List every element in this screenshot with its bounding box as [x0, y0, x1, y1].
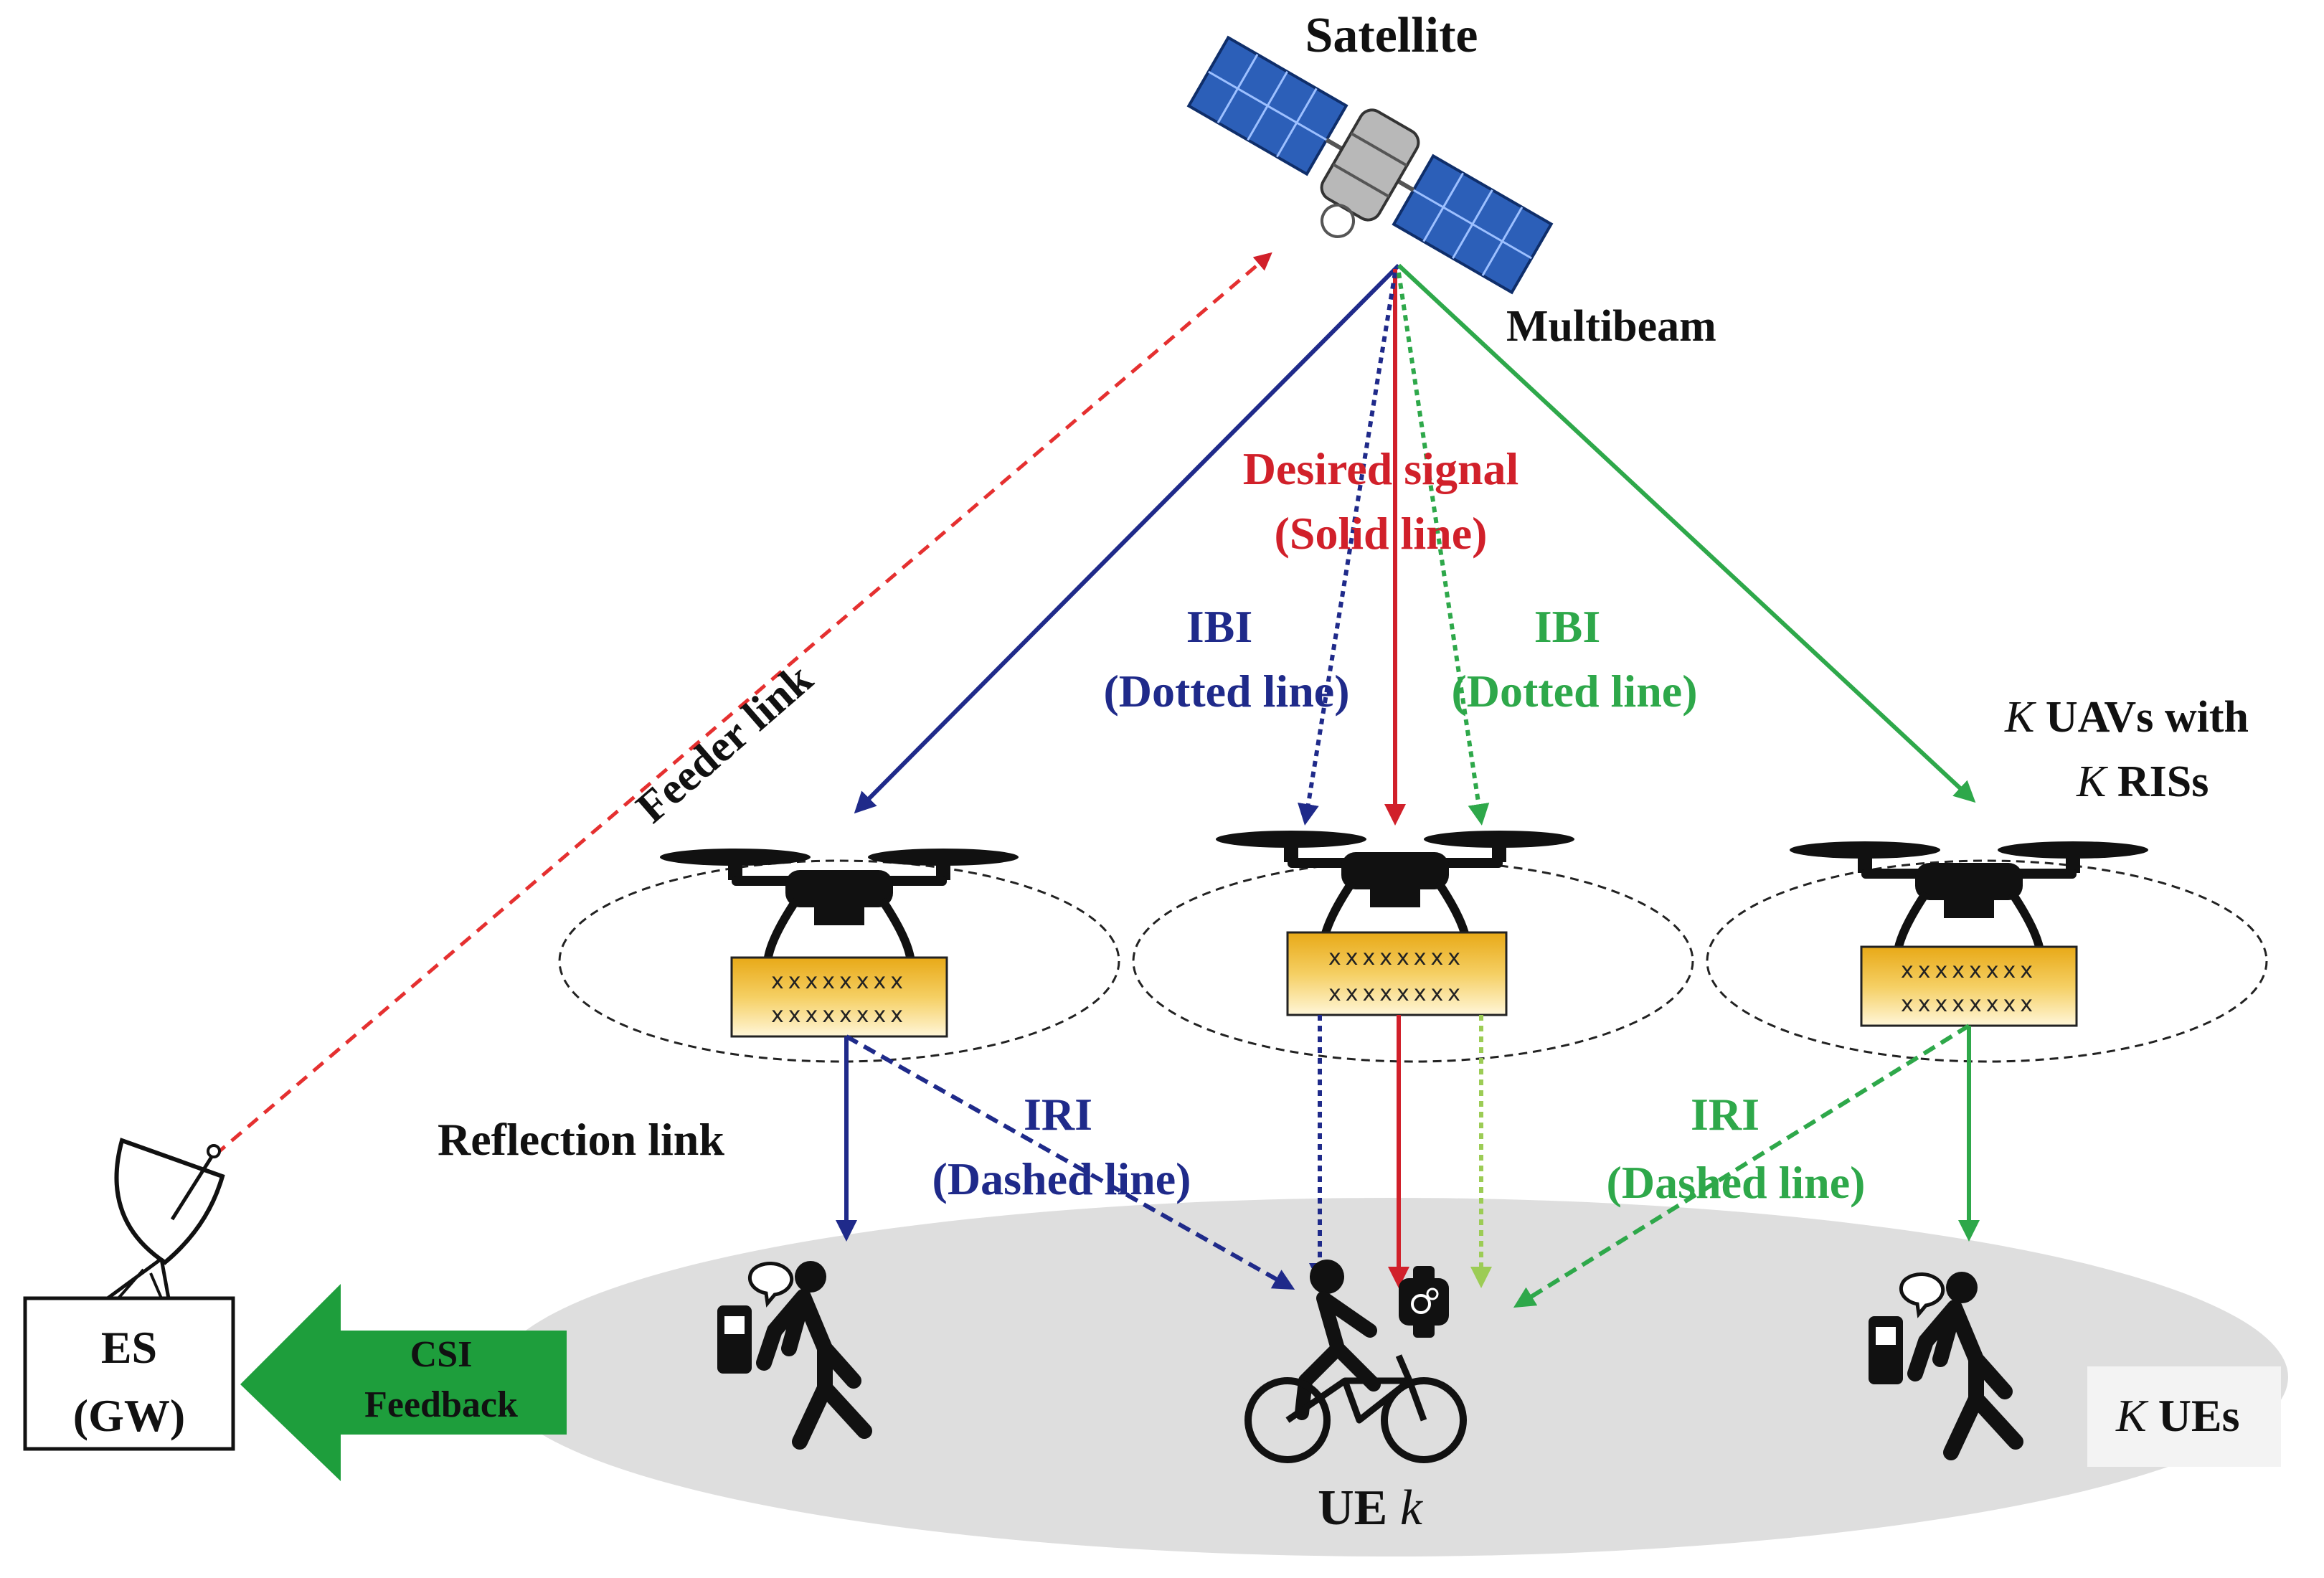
k-ues-label: K UEs — [2115, 1390, 2240, 1441]
coverage-right — [1706, 859, 2268, 1063]
pedestrian-right-icon — [1869, 1272, 2023, 1460]
ris-right: xxxxxxxx xxxxxxxx — [1860, 945, 2078, 1027]
satellite-label: Satellite — [1305, 8, 1478, 63]
iri-green-dashed-label: (Dashed line) — [1607, 1157, 1866, 1208]
ris-left-row-2: xxxxxxxx — [771, 1003, 907, 1028]
uav-left-icon — [660, 849, 1019, 965]
ris-left-row-1: xxxxxxxx — [771, 969, 907, 994]
cyclist-icon — [1244, 1260, 1467, 1463]
ris-right-row-1: xxxxxxxx — [1901, 958, 2037, 983]
gw-label: (GW) — [73, 1390, 185, 1441]
multibeam-label: Multibeam — [1506, 302, 1716, 351]
ibi-blue-dotted-label: (Dotted line) — [1103, 666, 1349, 717]
coverage-center — [1132, 859, 1694, 1063]
ibi-green-label: IBI — [1534, 601, 1601, 652]
smartwatch-icon — [1399, 1266, 1449, 1338]
feeder-link-label: Feeder link — [628, 654, 823, 833]
ris-center-row-2: xxxxxxxx — [1328, 981, 1465, 1006]
es-label: ES — [101, 1322, 157, 1373]
ris-center: xxxxxxxx xxxxxxxx — [1286, 931, 1508, 1016]
ibi-blue-label: IBI — [1186, 601, 1253, 652]
feeder-link — [214, 252, 1272, 1156]
csi-feedback-arrow — [240, 1284, 567, 1481]
uav-center-icon — [1216, 831, 1574, 948]
iri-green-link — [1513, 1024, 1970, 1308]
iri-blue-dashed-label: (Dashed line) — [932, 1153, 1191, 1204]
k-uavs-label: K UAVs with — [2004, 693, 2249, 742]
satellite-dish-icon — [106, 1138, 225, 1300]
ue-k-label: UE k — [1318, 1480, 1424, 1536]
ibi-blue-link — [1298, 272, 1397, 826]
ibi-green-dotted-label: (Dotted line) — [1451, 666, 1697, 717]
es-gateway-box — [23, 1296, 235, 1451]
coverage-left — [558, 859, 1120, 1063]
solid-line-label: (Solid line) — [1275, 508, 1488, 559]
iri-blue-label: IRI — [1024, 1089, 1092, 1140]
ground-area — [495, 1198, 2288, 1556]
reflection-link-label: Reflection link — [438, 1114, 724, 1165]
desired-signal-label: Desired signal — [1243, 443, 1519, 494]
beam-blue-link — [854, 263, 1401, 814]
pedestrian-left-icon — [717, 1261, 872, 1450]
ris-center-row-1: xxxxxxxx — [1328, 945, 1465, 970]
uav-right-icon — [1790, 841, 2148, 958]
csi-label: CSI — [410, 1334, 473, 1375]
satellite-icon — [1186, 35, 1554, 295]
beam-green-link — [1397, 263, 1976, 803]
ris-right-row-2: xxxxxxxx — [1901, 992, 2037, 1017]
feedback-label: Feedback — [364, 1384, 518, 1425]
iri-green-label: IRI — [1691, 1089, 1759, 1140]
k-riss-label: K RISs — [2076, 757, 2209, 806]
k-ues-label-bg — [2087, 1366, 2281, 1467]
ris-left: xxxxxxxx xxxxxxxx — [730, 956, 948, 1038]
iri-blue-link — [845, 1034, 1295, 1290]
